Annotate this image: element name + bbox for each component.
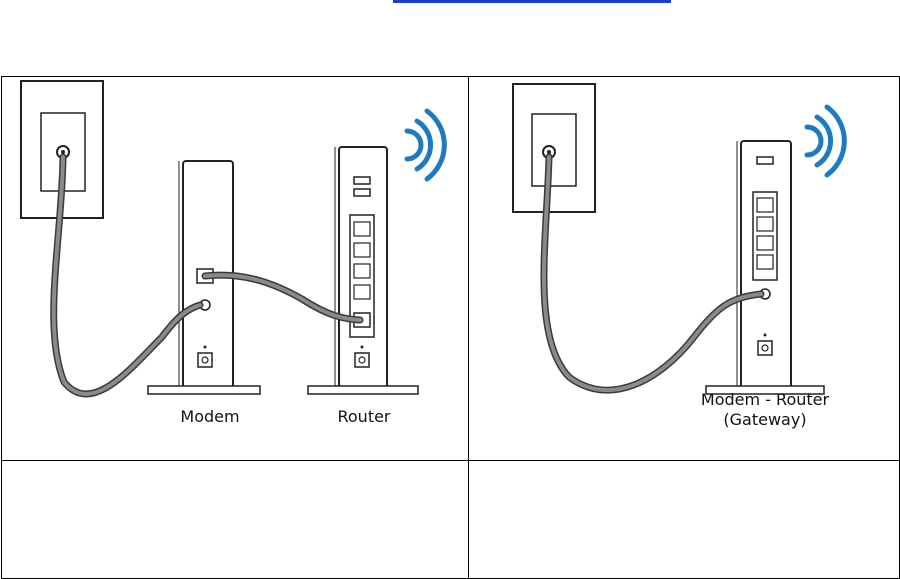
gateway-label-line1: Modem - Router bbox=[701, 390, 830, 409]
wifi-signal-icon bbox=[407, 111, 444, 179]
wifi-signal-icon bbox=[807, 107, 844, 175]
usb-port-icon bbox=[757, 157, 773, 164]
hyperlink-underline[interactable] bbox=[393, 0, 671, 3]
power-jack-icon bbox=[355, 353, 369, 367]
router-device bbox=[308, 147, 418, 394]
gateway-caption-cell bbox=[469, 461, 900, 579]
modem-router-caption-cell bbox=[2, 461, 469, 579]
modem-router-diagram-cell: Modem Router bbox=[2, 77, 469, 461]
modem-router-diagram: Modem Router bbox=[2, 77, 469, 460]
router-label: Router bbox=[337, 407, 390, 426]
gateway-device bbox=[706, 141, 824, 394]
power-jack-icon bbox=[758, 341, 772, 355]
setup-diagram-table: Modem Router bbox=[1, 76, 900, 579]
gateway-diagram: Modem - Router (Gateway) bbox=[469, 77, 900, 460]
gateway-label-line2: (Gateway) bbox=[723, 410, 806, 429]
power-jack-icon bbox=[198, 353, 212, 367]
modem-label: Modem bbox=[180, 407, 239, 426]
gateway-diagram-cell: Modem - Router (Gateway) bbox=[469, 77, 900, 461]
